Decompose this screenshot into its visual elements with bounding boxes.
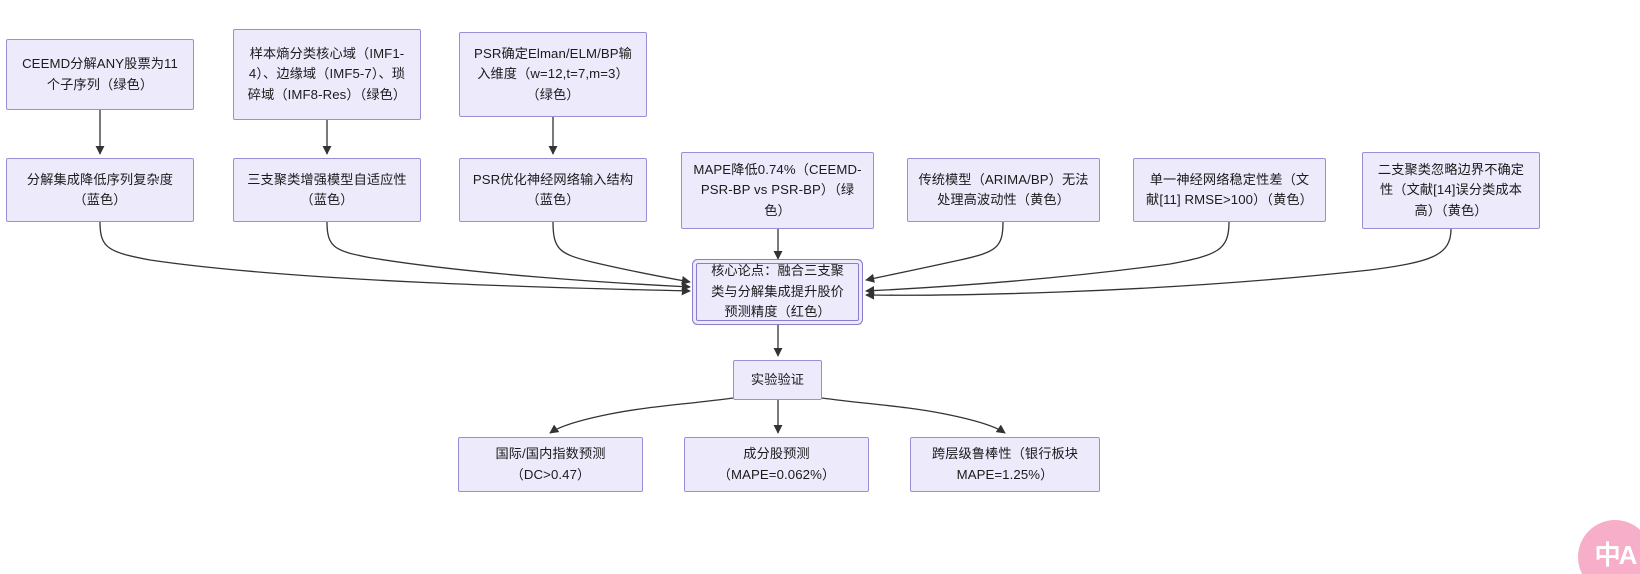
node-traditional-models-limitation[interactable]: 传统模型（ARIMA/BP）无法处理高波动性（黄色）: [907, 158, 1100, 222]
node-index-forecast-result[interactable]: 国际/国内指数预测（DC>0.47）: [458, 437, 643, 492]
edge-n4-core: [99, 221, 691, 296]
edge-n12-n15: [821, 397, 1006, 434]
node-mape-reduction-result[interactable]: MAPE降低0.74%（CEEMD-PSR-BP vs PSR-BP）（绿色）: [681, 152, 874, 229]
node-label: 国际/国内指数预测（DC>0.47）: [495, 446, 606, 482]
node-label: 单一神经网络稳定性差（文献[11] RMSE>100）（黄色）: [1146, 171, 1313, 207]
node-cross-tier-robustness-result[interactable]: 跨层级鲁棒性（银行板块MAPE=1.25%）: [910, 437, 1100, 492]
edge-n9-core: [865, 221, 1230, 296]
node-label: 跨层级鲁棒性（银行板块MAPE=1.25%）: [931, 446, 1079, 482]
node-label: 三支聚类增强模型自适应性（蓝色）: [247, 171, 407, 207]
node-sample-entropy-classification[interactable]: 样本熵分类核心域（IMF1-4）、边缘域（IMF5-7）、琐碎域（IMF8-Re…: [233, 29, 421, 120]
node-psr-optimizes-nn-input[interactable]: PSR优化神经网络输入结构（蓝色）: [459, 158, 647, 222]
node-label: 二支聚类忽略边界不确定性（文献[14]误分类成本高）（黄色）: [1377, 161, 1525, 218]
node-label: PSR优化神经网络输入结构（蓝色）: [472, 171, 634, 207]
node-core-claim[interactable]: 核心论点：融合三支聚类与分解集成提升股价预测精度（红色）: [696, 263, 859, 321]
node-decomposition-reduces-complexity[interactable]: 分解集成降低序列复杂度（蓝色）: [6, 158, 194, 222]
node-label: 分解集成降低序列复杂度（蓝色）: [26, 171, 174, 207]
node-label: PSR确定Elman/ELM/BP输入维度（w=12,t=7,m=3）（绿色）: [474, 45, 632, 102]
translate-badge-icon[interactable]: 中A: [1578, 520, 1640, 574]
node-constituent-stock-forecast-result[interactable]: 成分股预测（MAPE=0.062%）: [684, 437, 869, 492]
node-psr-input-dimension[interactable]: PSR确定Elman/ELM/BP输入维度（w=12,t=7,m=3）（绿色）: [459, 32, 647, 117]
node-ceemd-decomposition[interactable]: CEEMD分解ANY股票为11个子序列（绿色）: [6, 39, 194, 110]
translate-badge-label: 中A: [1594, 540, 1638, 570]
node-two-way-clustering-boundary-issue[interactable]: 二支聚类忽略边界不确定性（文献[14]误分类成本高）（黄色）: [1362, 152, 1540, 229]
node-three-way-clustering-adaptivity[interactable]: 三支聚类增强模型自适应性（蓝色）: [233, 158, 421, 222]
edge-n5-core: [326, 221, 691, 292]
edge-n12-n13: [549, 397, 734, 434]
node-experimental-validation[interactable]: 实验验证: [733, 360, 822, 400]
node-label: 传统模型（ARIMA/BP）无法处理高波动性（黄色）: [918, 171, 1089, 207]
node-single-nn-instability[interactable]: 单一神经网络稳定性差（文献[11] RMSE>100）（黄色）: [1133, 158, 1326, 222]
node-label: CEEMD分解ANY股票为11个子序列（绿色）: [22, 56, 178, 92]
edge-n10-core: [865, 228, 1452, 300]
node-label: 实验验证: [750, 371, 805, 387]
edge-n8-core: [865, 221, 1004, 283]
node-label: 核心论点：融合三支聚类与分解集成提升股价预测精度（红色）: [711, 263, 844, 320]
node-label: 样本熵分类核心域（IMF1-4）、边缘域（IMF5-7）、琐碎域（IMF8-Re…: [247, 45, 407, 102]
node-label: 成分股预测（MAPE=0.062%）: [717, 446, 836, 482]
edge-n6-core: [552, 221, 691, 286]
node-label: MAPE降低0.74%（CEEMD-PSR-BP vs PSR-BP）（绿色）: [693, 161, 862, 218]
